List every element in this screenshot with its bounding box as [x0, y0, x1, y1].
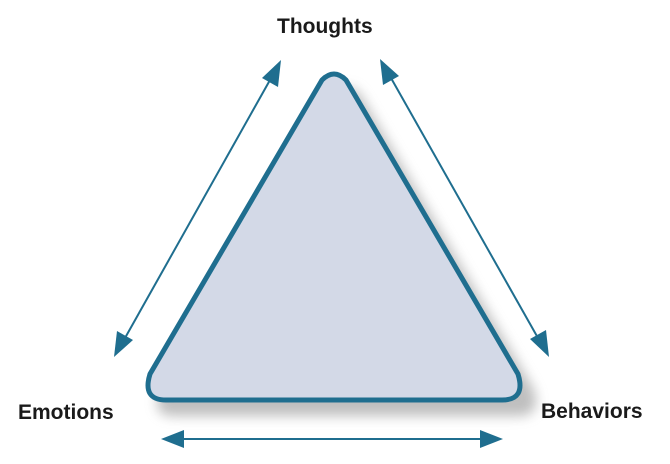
- arrowhead-up-right: [380, 59, 399, 85]
- arrowhead-right: [480, 430, 503, 448]
- node-label-thoughts: Thoughts: [277, 15, 373, 38]
- arrowhead-up-left: [262, 60, 281, 87]
- arrow-emotions-behaviors: [161, 430, 503, 448]
- central-triangle: [145, 71, 523, 403]
- arrow-thoughts-emotions: [114, 60, 281, 357]
- arrowhead-left: [161, 430, 184, 448]
- arrowhead-down-left: [114, 331, 133, 357]
- node-label-emotions: Emotions: [18, 401, 114, 424]
- node-label-behaviors: Behaviors: [541, 400, 643, 423]
- arrow-thoughts-behaviors: [380, 59, 549, 357]
- arrowhead-down-right: [530, 330, 549, 357]
